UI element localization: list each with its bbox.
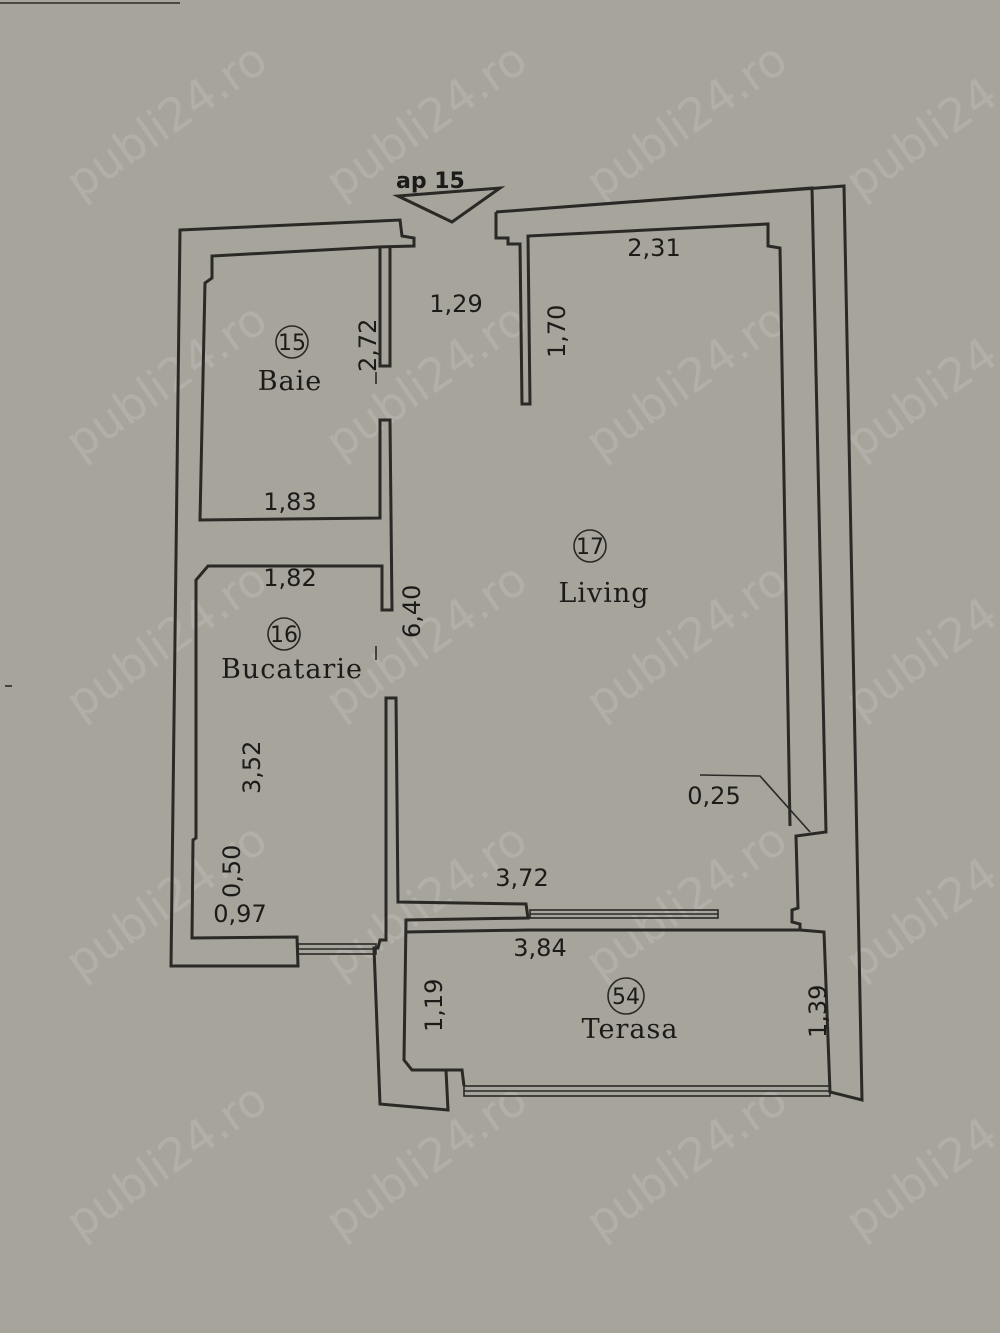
dim-terasa-width: 3,84 xyxy=(513,934,566,962)
room-number-circle xyxy=(275,325,309,359)
room-name: Living xyxy=(558,578,649,609)
right-outer-wall xyxy=(494,184,864,1102)
dim-living-bottom: 3,72 xyxy=(495,864,548,892)
watermark: publi24.ro xyxy=(835,32,1000,209)
room-number: 54 xyxy=(612,985,640,1010)
watermark: publi24.ro xyxy=(315,292,536,469)
dim-living-top: 2,31 xyxy=(627,234,680,262)
terrace-outline xyxy=(405,928,800,1087)
watermark: publi24.ro xyxy=(575,812,796,989)
dim-bucatarie-bottom: 0,97 xyxy=(213,900,266,928)
dim-bucatarie-width: 1,82 xyxy=(263,564,316,592)
corner-leader-line xyxy=(699,774,811,833)
dim-terasa-left: 1,19 xyxy=(420,979,448,1032)
dim-bucatarie-niche: 0,50 xyxy=(218,845,246,898)
room-number: 15 xyxy=(278,331,306,356)
watermark: publi24.ro xyxy=(55,1072,276,1249)
watermark: publi24.ro xyxy=(55,552,276,729)
watermark: publi24.ro xyxy=(575,32,796,209)
room-number-circle xyxy=(573,529,607,563)
room-living: 17 Living xyxy=(558,529,649,609)
dim-baie-height: 2,72 xyxy=(354,319,382,372)
watermark: publi24.ro xyxy=(575,1072,796,1249)
room-name: Terasa xyxy=(582,1014,679,1045)
entrance-arrow-icon xyxy=(392,186,506,224)
watermark: publi24.ro xyxy=(315,1072,536,1249)
watermark: publi24.ro xyxy=(835,292,1000,469)
dim-baie-width: 1,83 xyxy=(263,488,316,516)
dim-hall-width: 1,29 xyxy=(429,290,482,318)
room-number-circle xyxy=(267,617,301,651)
watermark: publi24.ro xyxy=(55,292,276,469)
room-number-circle xyxy=(607,977,645,1015)
watermark: publi24.ro xyxy=(575,292,796,469)
kitchen-right-wall xyxy=(372,696,530,1112)
dim-bucatarie-length: 3,52 xyxy=(238,741,266,794)
watermark: publi24.ro xyxy=(315,812,536,989)
room-number: 16 xyxy=(270,623,298,648)
room-baie: 15 Baie xyxy=(258,325,323,397)
dim-terasa-right: 1,39 xyxy=(804,985,832,1038)
windows xyxy=(297,909,831,1097)
watermark: publi24.ro xyxy=(315,552,536,729)
room-name: Bucatarie xyxy=(221,654,363,685)
dim-living-niche: 1,70 xyxy=(543,305,571,358)
room-terasa: 54 Terasa xyxy=(582,977,679,1045)
dim-living-length: 6,40 xyxy=(398,585,426,638)
left-outer-wall xyxy=(169,218,416,968)
watermark: publi24.ro xyxy=(55,32,276,209)
entrance-marker: ap 15 xyxy=(392,169,506,224)
room-name: Baie xyxy=(258,366,323,397)
dim-living-corner: 0,25 xyxy=(687,782,740,810)
watermark: publi24.ro xyxy=(835,552,1000,729)
room-number: 17 xyxy=(576,535,604,560)
room-bucatarie: 16 Bucatarie xyxy=(221,617,363,685)
apartment-label: ap 15 xyxy=(396,169,465,194)
dimension-labels: 2,72 1,83 1,29 2,31 1,70 1,82 6,40 3,52 … xyxy=(213,234,832,1038)
